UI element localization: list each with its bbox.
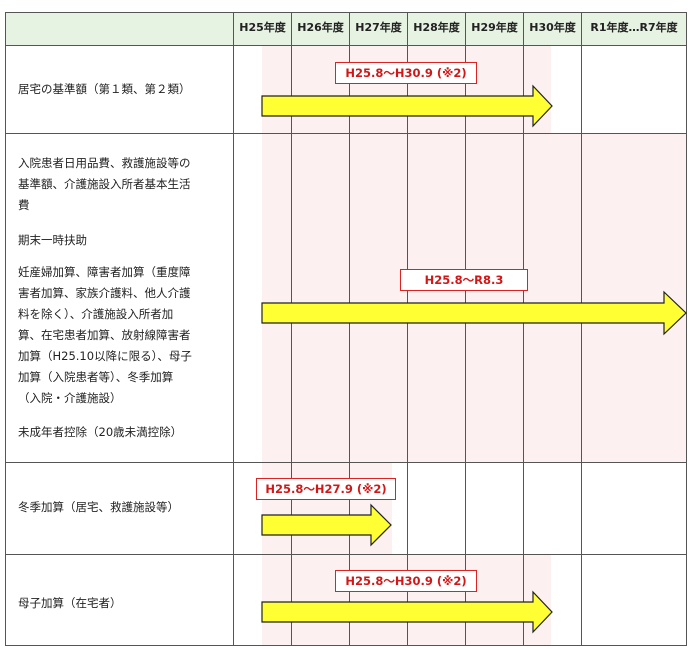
row-label-additions: 妊産婦加算、障害者加算（重度障 害者加算、家族介護料、他人介護 料を除く）、介護… (18, 262, 236, 409)
row-label-line: 加算（入院患者等）、冬季加算 (18, 370, 174, 384)
row-label-line: 母子加算（在宅者） (18, 596, 122, 610)
row-label-winter-addition: 冬季加算（居宅、救護施設等） (18, 497, 236, 518)
period-badge-row3: H25.8～H27.9 (※2) (256, 478, 396, 500)
row1-period-highlight (262, 45, 551, 133)
row-label-line: 加算（H25.10以降に限る）、母子 (18, 349, 192, 363)
row-label-line: 費 (18, 198, 30, 212)
header-period-h25: H25年度 (239, 21, 286, 34)
header-period-h28: H28年度 (413, 21, 460, 34)
row-label-line: 算、在宅患者加算、放射線障害者 (18, 328, 191, 342)
header-row-bg (5, 12, 687, 45)
row2-period-arrow (261, 290, 687, 336)
row-label-line: 入院患者日用品費、救護施設等の (18, 156, 191, 170)
header-period-h26: H26年度 (297, 21, 344, 34)
row-label-line: 害者加算、家族介護料、他人介護 (18, 286, 191, 300)
header-period-r1-r7: R1年度…R7年度 (590, 21, 678, 34)
header-period-h30: H30年度 (529, 21, 576, 34)
row3-period-highlight (262, 462, 392, 554)
row-label-line: 冬季加算（居宅、救護施設等） (18, 500, 179, 514)
row-label-minor-deduction: 未成年者控除（20歳未満控除） (18, 422, 236, 443)
row1-period-arrow (261, 84, 553, 128)
row4-period-highlight (262, 554, 551, 646)
vertical-lines (5, 12, 687, 646)
period-badge-row1: H25.8～H30.9 (※2) (335, 62, 477, 84)
header-period-h29: H29年度 (471, 21, 518, 34)
row-label-line: 未成年者控除（20歳未満控除） (18, 425, 183, 439)
row-label-line: 基準額、介護施設入所者基本生活 (18, 177, 191, 191)
row-label-line: 期末一時扶助 (18, 233, 87, 247)
row-label-inpatient-items: 入院患者日用品費、救護施設等の 基準額、介護施設入所者基本生活 費 (18, 153, 236, 216)
row-label-line: 妊産婦加算、障害者加算（重度障 (18, 265, 191, 279)
row2-period-highlight (262, 133, 687, 462)
period-badge-row4: H25.8～H30.9 (※2) (335, 570, 477, 592)
row4-period-arrow (261, 590, 553, 634)
period-badge-row2: H25.8～R8.3 (400, 269, 528, 291)
header-period-h27: H27年度 (355, 21, 402, 34)
row-label-line: 居宅の基準額（第１類、第２類） (18, 82, 191, 96)
row-label-single-parent-addition: 母子加算（在宅者） (18, 593, 236, 614)
row-label-year-end-aid: 期末一時扶助 (18, 230, 236, 251)
row-label-line: （入院・介護施設） (18, 391, 122, 405)
horizontal-lines (5, 12, 687, 646)
row-label-line: 料を除く）、介護施設入所者加 (18, 307, 174, 321)
row-label-home-base-amount: 居宅の基準額（第１類、第２類） (18, 79, 236, 100)
row3-period-arrow (261, 503, 392, 547)
